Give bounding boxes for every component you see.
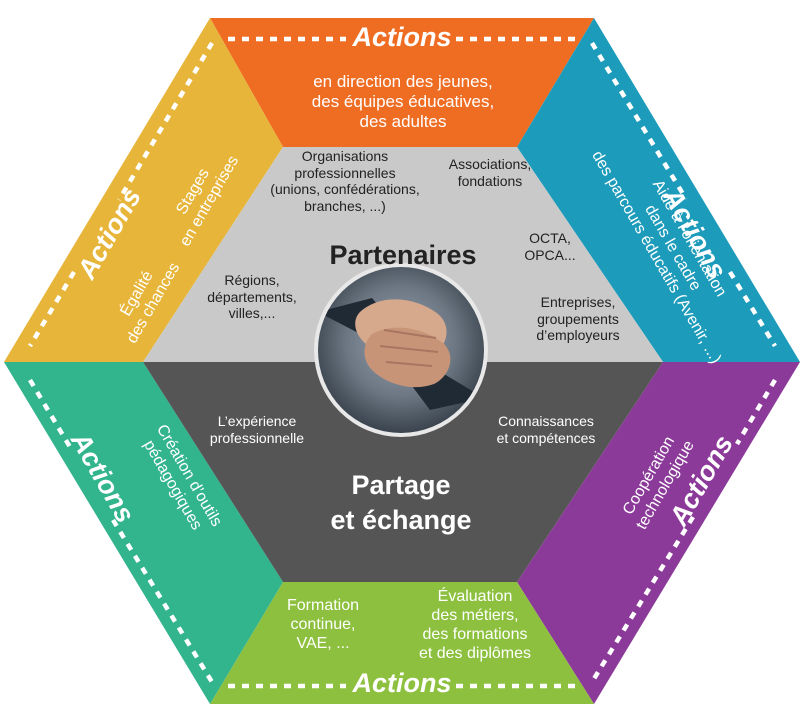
share-professional-experience: L’expérience professionnelle [209, 413, 305, 446]
actions-label-bottom: Actions [352, 668, 452, 698]
segment-lower-right [517, 362, 800, 704]
partners-title: Partenaires [329, 240, 477, 270]
share-title: Partage et échange [330, 470, 472, 536]
actions-label-top: Actions [352, 22, 452, 52]
handshake-image [314, 263, 488, 437]
share-knowledge-skills: Connaissances et compétences [496, 413, 596, 446]
segment-bottom-text-a: Formation continue, VAE, ... [286, 597, 360, 652]
segment-top-text: en direction des jeunes, des équipes édu… [311, 72, 495, 132]
segment-top [210, 18, 594, 147]
partner-regions: Régions, départements, villes,... [207, 272, 297, 322]
partner-professional-organisations: Organisations professionnelles (unions, … [270, 148, 420, 214]
segment-lower-left [4, 362, 283, 704]
partners-area [143, 147, 663, 362]
dotted-border [28, 36, 777, 689]
segment-bottom [210, 582, 594, 704]
partner-octa-opca: OCTA, OPCA... [524, 230, 576, 263]
sharing-area [143, 362, 663, 582]
partner-associations: Associations, fondations [448, 156, 532, 189]
segment-bottom-text-b: Évaluation des métiers, des formations e… [418, 588, 532, 662]
partner-companies: Entreprises, groupements d’employeurs [536, 294, 620, 344]
segment-upper-right [517, 18, 800, 362]
